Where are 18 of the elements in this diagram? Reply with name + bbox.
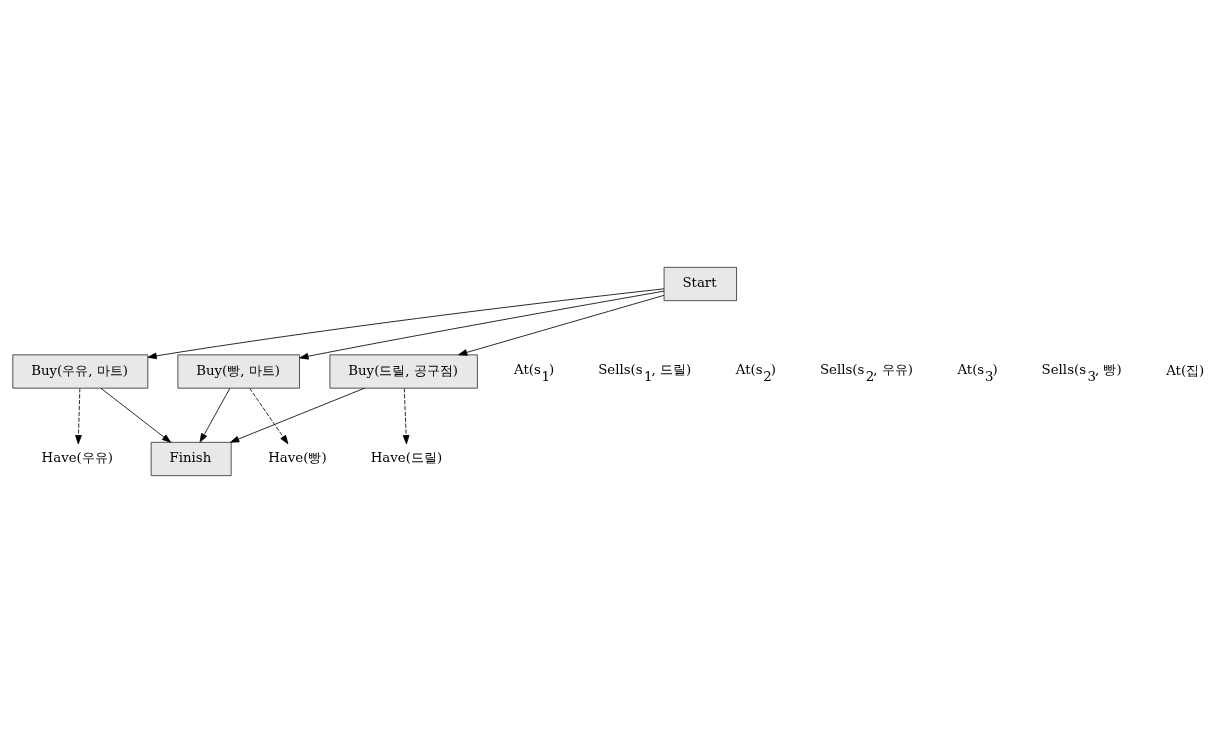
node-box: Buy(빵, 마트) [177,353,300,389]
node-text: Have(우유) [41,449,113,465]
arrow [100,387,172,443]
label: At(집) [1166,362,1205,378]
node-text: Have(빵) [268,449,327,465]
node-box: Buy(드릴, 공구점) [329,353,478,389]
arrow [75,387,82,444]
arrow [402,387,410,444]
node-box: Buy(우유, 마트) [12,353,149,389]
arrow [249,387,289,444]
arrow [147,287,665,359]
arrow [458,294,665,356]
node-box: Start [663,266,737,301]
arrow [230,387,365,443]
node-box: Finish [150,441,232,476]
arrow [299,290,665,360]
node-text: Have(드릴) [370,449,443,465]
arrow [199,387,231,442]
